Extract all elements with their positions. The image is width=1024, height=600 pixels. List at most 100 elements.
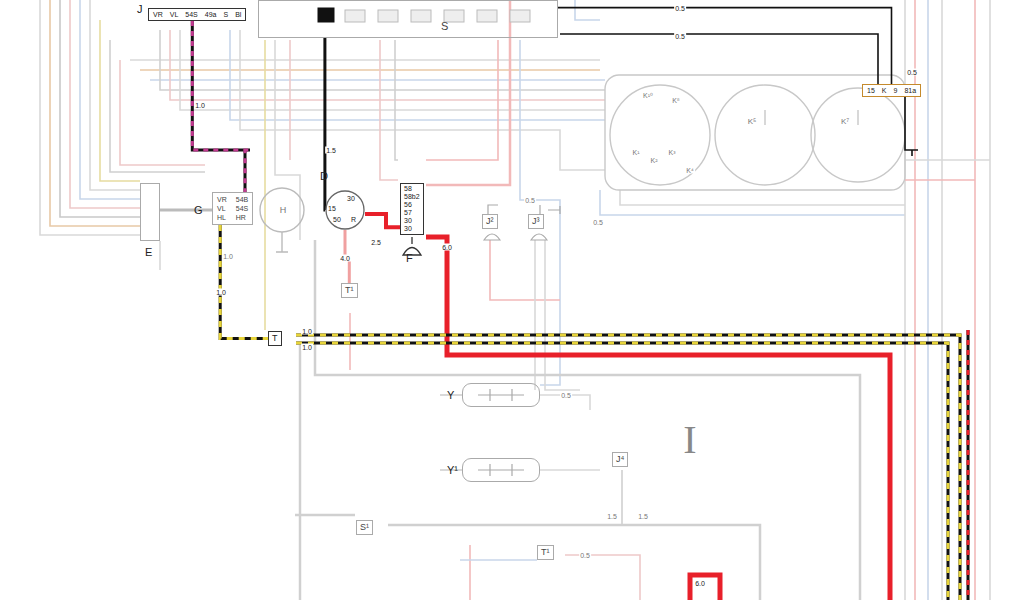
component-letter: F: [406, 252, 413, 264]
battery-cable: [426, 237, 890, 600]
faded-wire: [275, 40, 300, 240]
faded-wire: [240, 30, 605, 170]
faded-wire: [927, 0, 929, 600]
wire-gauge: 6.0: [694, 580, 706, 587]
faded-wire: [90, 0, 140, 190]
component-letter: H: [279, 206, 288, 215]
lamp: Y¹: [462, 458, 540, 482]
wire-gauge: 0.5: [560, 392, 572, 399]
wire-gauge: 2.5: [370, 239, 382, 246]
faded-wire: [299, 345, 302, 600]
terminal-label: 56: [404, 201, 420, 209]
instrument-cluster: [605, 75, 905, 190]
battery-cable: [690, 575, 720, 600]
terminal-label: T¹: [345, 285, 354, 295]
terminal-label: T¹: [541, 547, 550, 557]
faded-wire: [620, 190, 905, 205]
wire-gauge: 6.0: [441, 244, 453, 251]
faded-wire: [545, 240, 580, 390]
turn-signal-wire: [296, 335, 960, 600]
faded-wire: [130, 59, 600, 61]
terminal-label: VL: [217, 204, 227, 213]
faded-wire: [380, 40, 398, 180]
wire-gauge: 1.0: [194, 102, 206, 109]
wire: [324, 38, 325, 210]
turn-signal-wire: [967, 330, 970, 600]
wire: [220, 225, 268, 339]
turn-signal-wire: [296, 330, 968, 600]
wire-gauge: 0.5: [524, 197, 536, 204]
bulb-label: K²: [650, 157, 659, 164]
faded-wire: [289, 40, 291, 160]
battery-cable: [426, 237, 890, 600]
faded-wire: [140, 69, 600, 71]
faded-wire: [40, 0, 990, 600]
component-letter: Y: [447, 389, 454, 401]
terminal-label: R: [351, 216, 356, 223]
wire: [192, 21, 250, 192]
faded-wire: [170, 30, 605, 100]
faded-wire: [490, 240, 560, 300]
faded-wire: [426, 40, 498, 160]
wire: [558, 8, 892, 84]
terminal-label: 30: [404, 217, 420, 225]
ignition-switch: D153050R: [325, 190, 365, 230]
terminal-label: S: [441, 21, 448, 32]
faded-wire: [469, 545, 471, 600]
faded-wire: [600, 190, 905, 215]
faded-wire: [160, 30, 605, 90]
fuse-row: [318, 8, 334, 22]
bulb-label: K⁷: [840, 118, 850, 126]
turn-signal-wire: [296, 343, 948, 600]
relay-symbol: [548, 206, 560, 214]
fuse-row: [411, 10, 431, 22]
terminal-label: 81a: [904, 86, 916, 95]
bulb-label: K⁴: [685, 167, 695, 174]
terminal-label: J⁴: [616, 454, 624, 464]
instrument-cluster: [811, 88, 905, 182]
faded-wire: [50, 0, 140, 226]
faded-wire: [621, 470, 623, 525]
connector: T¹: [341, 283, 358, 298]
faded-wire: [264, 40, 266, 330]
faded-wire: [395, 40, 398, 160]
instrument-cluster: [610, 85, 710, 185]
fuse: S¹: [356, 520, 373, 535]
relay-plate: JVRVL54S49aSBl: [148, 8, 246, 21]
faded-wire: [70, 0, 140, 208]
instrument-cluster: [765, 110, 858, 125]
lamp-filament: [478, 389, 524, 476]
wire-gauge: 0.5: [674, 33, 686, 40]
connector: T: [268, 331, 282, 346]
wire-gauge: 1.0: [215, 289, 227, 296]
bulb-label: K⁵: [747, 118, 758, 126]
connector: T¹: [537, 545, 554, 560]
relay: J³: [528, 214, 544, 229]
terminal-label: 54S: [185, 10, 197, 19]
turn-signal-wire: [296, 335, 960, 600]
terminal-label: J²: [486, 216, 494, 226]
switch-housing: [260, 188, 304, 232]
wire-gauge: 1.5: [637, 513, 649, 520]
wire: [558, 8, 892, 84]
wire-gauge: 0.5: [579, 552, 591, 559]
dimmer-switch: E: [140, 183, 160, 241]
wire: [192, 21, 250, 192]
wire-gauge: 1.0: [301, 344, 313, 351]
faded-wire: [974, 0, 976, 600]
faded-wire: [60, 0, 140, 217]
wire-gauge: 0.5: [674, 5, 686, 12]
lamp: Y: [462, 383, 540, 407]
terminal-label: 15: [328, 205, 336, 212]
component-letter: J: [137, 3, 143, 15]
faded-wire: [565, 555, 640, 600]
faded-wire: [230, 30, 605, 120]
light-switch: F5858b256573030: [400, 183, 424, 235]
wire-gauge: 1.5: [606, 513, 618, 520]
terminal-label: T: [272, 333, 278, 343]
terminal-label: K: [882, 86, 887, 95]
wire: [365, 214, 400, 227]
faded-wire: [905, 179, 975, 181]
wire: [220, 225, 268, 339]
